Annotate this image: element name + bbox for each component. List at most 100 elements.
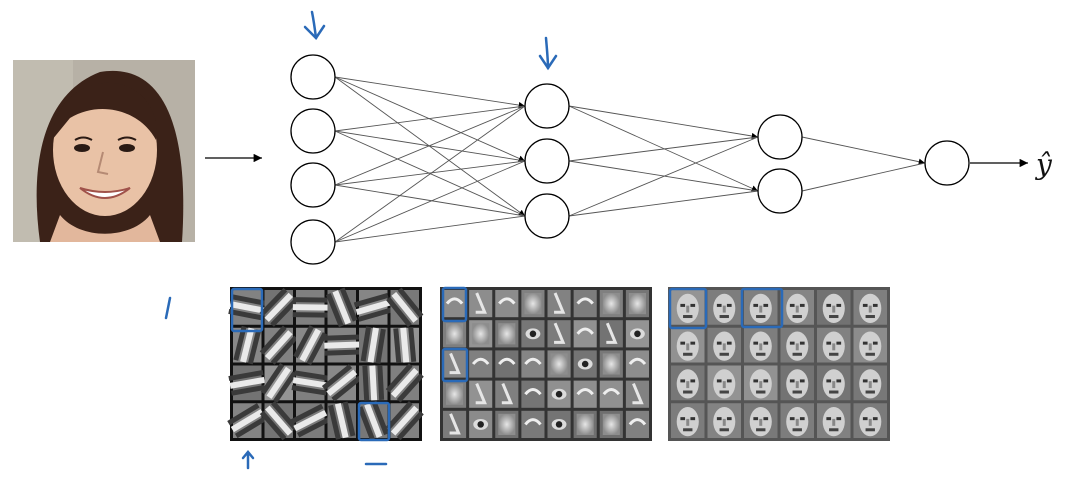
part-features-cell xyxy=(573,290,597,318)
edge-features-cell xyxy=(227,290,268,325)
face-features-cell xyxy=(780,365,814,401)
part-features-cell xyxy=(443,410,467,438)
edge-features-cell xyxy=(383,360,427,406)
part-features-cell xyxy=(599,290,623,318)
network-edge xyxy=(568,136,759,217)
face-features-cell xyxy=(817,290,851,325)
face-features-cell xyxy=(671,327,705,363)
edge-features-grid xyxy=(225,284,427,444)
part-features-cell xyxy=(625,350,649,378)
face-features-grid xyxy=(668,287,890,441)
part-features-cell xyxy=(495,350,519,378)
face-features-cell xyxy=(744,403,778,438)
part-features-cell xyxy=(547,410,571,438)
edge-features-cell xyxy=(359,364,388,401)
network-edge xyxy=(568,136,759,162)
network-nodes xyxy=(290,54,970,265)
part-features-cell xyxy=(443,350,467,378)
part-features-cell xyxy=(495,410,519,438)
edge-features-cell xyxy=(359,325,388,365)
edge-features-cell xyxy=(288,402,333,440)
edge-features-cell xyxy=(258,360,299,406)
edge-features-cell xyxy=(390,326,419,364)
edge-features-cell xyxy=(324,285,360,329)
annotation-tick-mark xyxy=(164,296,172,320)
face-features-cell xyxy=(780,403,814,438)
part-features-cell xyxy=(547,290,571,318)
neuron-layer-3 xyxy=(757,168,803,214)
annotation-box-part-feature xyxy=(441,286,468,323)
part-features-cell xyxy=(599,410,623,438)
part-features-cell xyxy=(469,320,493,348)
edge-features-cell xyxy=(227,365,267,401)
feature-visualizations xyxy=(225,284,890,444)
network-edge xyxy=(568,160,759,192)
network-edge xyxy=(334,105,526,186)
edge-features-cell xyxy=(225,401,270,441)
part-features-cell xyxy=(469,350,493,378)
network-edge xyxy=(334,76,526,162)
edge-features-cell xyxy=(292,290,328,325)
edge-features-cell xyxy=(383,398,427,444)
part-features-cell xyxy=(573,410,597,438)
network-edge xyxy=(801,136,926,165)
annotation-box-face-feature-2 xyxy=(740,287,784,329)
part-features-cell xyxy=(521,410,545,438)
annotation-box-edge-feature-2 xyxy=(357,401,391,442)
network-edges xyxy=(334,76,926,243)
network-edge xyxy=(334,76,526,217)
annotation-box-edge-feature xyxy=(230,287,264,333)
face-features-cell xyxy=(853,327,887,363)
edge-features-cell xyxy=(291,323,330,368)
part-features-cell xyxy=(625,410,649,438)
face-features-cell xyxy=(780,327,814,363)
network-edge xyxy=(801,162,926,192)
part-features-cell xyxy=(599,320,623,348)
network-edge xyxy=(568,105,759,140)
face-features-cell xyxy=(853,365,887,401)
part-features-cell xyxy=(495,290,519,318)
edge-features-cell xyxy=(352,290,394,325)
network-edge xyxy=(568,105,759,192)
part-features-cell xyxy=(443,380,467,408)
network-edge xyxy=(334,184,526,217)
face-features-cell xyxy=(853,403,887,438)
neuron-layer-1 xyxy=(290,108,336,154)
neuron-layer-1 xyxy=(290,219,336,265)
edge-features-cell xyxy=(256,285,301,330)
part-features-cell xyxy=(495,320,519,348)
edge-features-cell xyxy=(323,327,360,363)
output-y-hat-label: ŷ xyxy=(1036,148,1052,181)
network-edge xyxy=(334,76,526,109)
edge-features-cell xyxy=(290,365,330,401)
annotation-up-arrow xyxy=(241,450,255,470)
part-features-cell xyxy=(469,290,493,318)
neuron-layer-2 xyxy=(524,138,570,184)
part-features-cell xyxy=(443,290,467,318)
network-edge xyxy=(334,160,526,186)
part-features-cell xyxy=(547,380,571,408)
face-features-cell xyxy=(671,290,705,325)
face-features-cell xyxy=(671,403,705,438)
neuron-layer-3 xyxy=(757,114,803,160)
part-features-cell xyxy=(573,350,597,378)
face-features-cell xyxy=(707,403,741,438)
face-features-cell xyxy=(780,290,814,325)
part-features-cell xyxy=(469,410,493,438)
face-features-cell xyxy=(817,403,851,438)
part-features-cell xyxy=(521,380,545,408)
handwritten-annotations xyxy=(164,10,784,470)
face-features-cell xyxy=(744,290,778,325)
part-features-cell xyxy=(495,380,519,408)
edge-features-cell xyxy=(257,322,301,368)
neuron-layer-1 xyxy=(290,54,336,100)
part-features-cell xyxy=(625,320,649,348)
part-features-cell xyxy=(625,380,649,408)
face-features-cell xyxy=(817,365,851,401)
face-features-cell xyxy=(744,365,778,401)
face-features-cell xyxy=(707,365,741,401)
part-features-cell xyxy=(521,320,545,348)
neuron-layer-2 xyxy=(524,193,570,239)
